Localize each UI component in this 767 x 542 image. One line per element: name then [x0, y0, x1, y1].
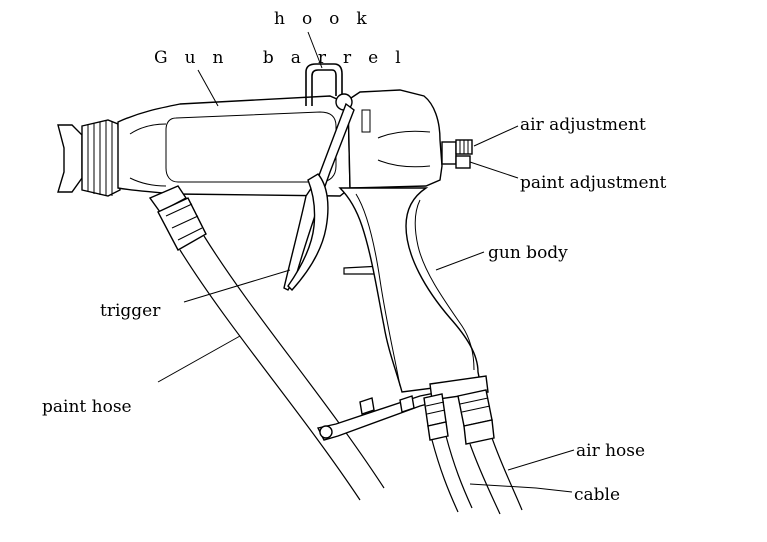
- spray-gun-illustration: [57, 63, 523, 515]
- cable-connector: [423, 393, 449, 441]
- leader-hook: [307, 31, 323, 69]
- labels: hook Gun barrel air adjustment paint adj…: [42, 9, 667, 505]
- leader-gun-body: [435, 251, 485, 271]
- leader-gun-barrel: [197, 69, 219, 107]
- nozzle-cap: [57, 119, 121, 197]
- gun-head: [335, 89, 443, 189]
- adjustment-knobs: [441, 139, 473, 169]
- label-trigger: trigger: [100, 301, 161, 321]
- label-gun-body: gun body: [488, 243, 568, 263]
- hook: [305, 63, 343, 106]
- leader-air-hose: [507, 449, 575, 471]
- leader-paint-adjustment: [469, 161, 519, 179]
- label-gun-barrel: Gun barrel: [154, 48, 418, 68]
- leader-paint-hose: [157, 335, 241, 383]
- paint-hose: [179, 235, 385, 501]
- gun-body-handle: [338, 187, 481, 393]
- label-cable: cable: [574, 485, 620, 505]
- leader-trigger: [183, 269, 291, 303]
- label-air-adjustment: air adjustment: [520, 115, 646, 135]
- air-hose-connector: [457, 389, 495, 445]
- label-hook: hook: [274, 9, 384, 29]
- label-air-hose: air hose: [576, 441, 645, 461]
- trigger: [283, 102, 355, 292]
- leader-lines: [157, 31, 575, 493]
- label-paint-adjustment: paint adjustment: [520, 173, 667, 193]
- paint-hose-fitting: [148, 185, 207, 251]
- label-paint-hose: paint hose: [42, 397, 132, 417]
- gun-barrel: [117, 95, 351, 197]
- air-hose-lines: [469, 437, 523, 515]
- cable-lines: [431, 435, 473, 513]
- leader-air-adjustment: [473, 125, 519, 147]
- leader-cable: [469, 483, 573, 493]
